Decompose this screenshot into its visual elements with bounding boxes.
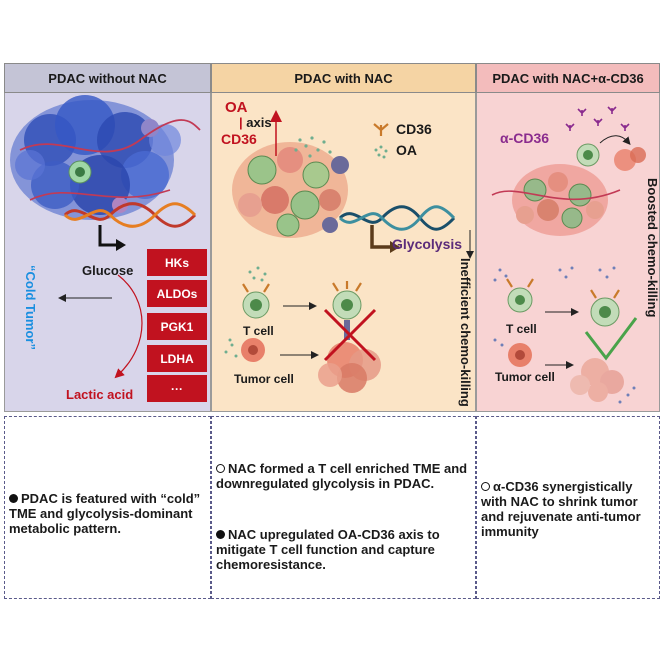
boosted-label: Boosted chemo-killing bbox=[645, 178, 660, 318]
t-cell-right-activated bbox=[590, 289, 620, 327]
green-check bbox=[584, 317, 638, 361]
glycolysis-arc bbox=[114, 274, 143, 379]
hollow-bullet-icon bbox=[481, 482, 490, 491]
oa-legend-icon bbox=[374, 145, 388, 159]
tumor-cell-right bbox=[508, 343, 532, 367]
oa-label: OA bbox=[225, 99, 248, 116]
oa-dots-mid bbox=[294, 136, 332, 158]
enzyme-hks: HKs bbox=[147, 249, 207, 276]
summary-left-text: PDAC is featured with “cold” TME and gly… bbox=[9, 491, 201, 536]
lactic-acid-label: Lactic acid bbox=[66, 387, 134, 402]
antibody-icons bbox=[565, 106, 630, 131]
header-left: PDAC without NAC bbox=[4, 63, 211, 93]
summary-right: α-CD36 synergistically with NAC to shrin… bbox=[481, 479, 653, 539]
header-right: PDAC with NAC+α-CD36 bbox=[476, 63, 660, 93]
t-cell-label-right: T cell bbox=[506, 322, 537, 336]
right-tumor-mass bbox=[491, 164, 621, 236]
axis-label: | axis bbox=[239, 115, 272, 130]
summary-box-right: α-CD36 synergistically with NAC to shrin… bbox=[476, 416, 660, 599]
inefficient-label: Inefficient chemo-killing bbox=[458, 258, 473, 407]
tumor-cluster-right bbox=[570, 358, 624, 402]
right-scatter-dots bbox=[493, 266, 636, 404]
glycolysis-label: Glycolysis bbox=[392, 236, 463, 252]
summary-box-mid: NAC formed a T cell enriched TME and dow… bbox=[211, 416, 476, 599]
summary-mid-2: NAC upregulated OA-CD36 axis to mitigate… bbox=[216, 527, 468, 572]
header-mid: PDAC with NAC bbox=[211, 63, 476, 93]
t-cell-label-mid: T cell bbox=[243, 324, 274, 338]
t-cell-mid bbox=[242, 266, 270, 319]
alpha-cd36-label: α-CD36 bbox=[500, 130, 550, 146]
red-cross bbox=[323, 308, 377, 362]
mid-tumor-mass bbox=[232, 142, 349, 238]
tumor-cell-label-mid: Tumor cell bbox=[234, 372, 294, 386]
enzyme-aldos: ALDOs bbox=[147, 280, 207, 307]
summary-left: PDAC is featured with “cold” TME and gly… bbox=[9, 491, 205, 536]
t-cell-top-right bbox=[576, 135, 646, 171]
legend-oa-label: OA bbox=[396, 142, 417, 158]
enzyme-ldha: LDHA bbox=[147, 345, 207, 372]
hollow-bullet-icon bbox=[216, 464, 225, 473]
axis-text: axis bbox=[246, 115, 272, 130]
filled-bullet-icon bbox=[9, 494, 18, 503]
summary-right-text: α-CD36 synergistically with NAC to shrin… bbox=[481, 479, 641, 539]
dna-helix-left bbox=[63, 202, 197, 251]
filled-bullet-icon bbox=[216, 530, 225, 539]
panel-right bbox=[476, 93, 660, 412]
t-cell-right bbox=[506, 278, 534, 313]
tumor-cell-mid bbox=[224, 338, 265, 362]
tumor-cell-label-right: Tumor cell bbox=[495, 370, 555, 384]
glucose-label: Glucose bbox=[82, 263, 134, 278]
blue-tumor-cluster bbox=[10, 95, 201, 220]
summary-mid-1: NAC formed a T cell enriched TME and dow… bbox=[216, 461, 468, 491]
cd36-label: CD36 bbox=[221, 131, 257, 147]
tumor-cluster-mid bbox=[318, 342, 381, 393]
summary-box-left: PDAC is featured with “cold” TME and gly… bbox=[4, 416, 211, 599]
legend-cd36-label: CD36 bbox=[396, 121, 432, 137]
enzyme-more: ··· bbox=[147, 375, 207, 402]
dna-helix-mid bbox=[338, 205, 456, 253]
cold-tumor-label: “Cold Tumor” bbox=[23, 265, 38, 350]
summary-mid-2-text: NAC upregulated OA-CD36 axis to mitigate… bbox=[216, 527, 440, 572]
summary-mid-1-text: NAC formed a T cell enriched TME and dow… bbox=[216, 461, 468, 491]
enzyme-pgk1: PGK1 bbox=[147, 313, 207, 340]
cd36-legend-icon bbox=[373, 123, 389, 136]
